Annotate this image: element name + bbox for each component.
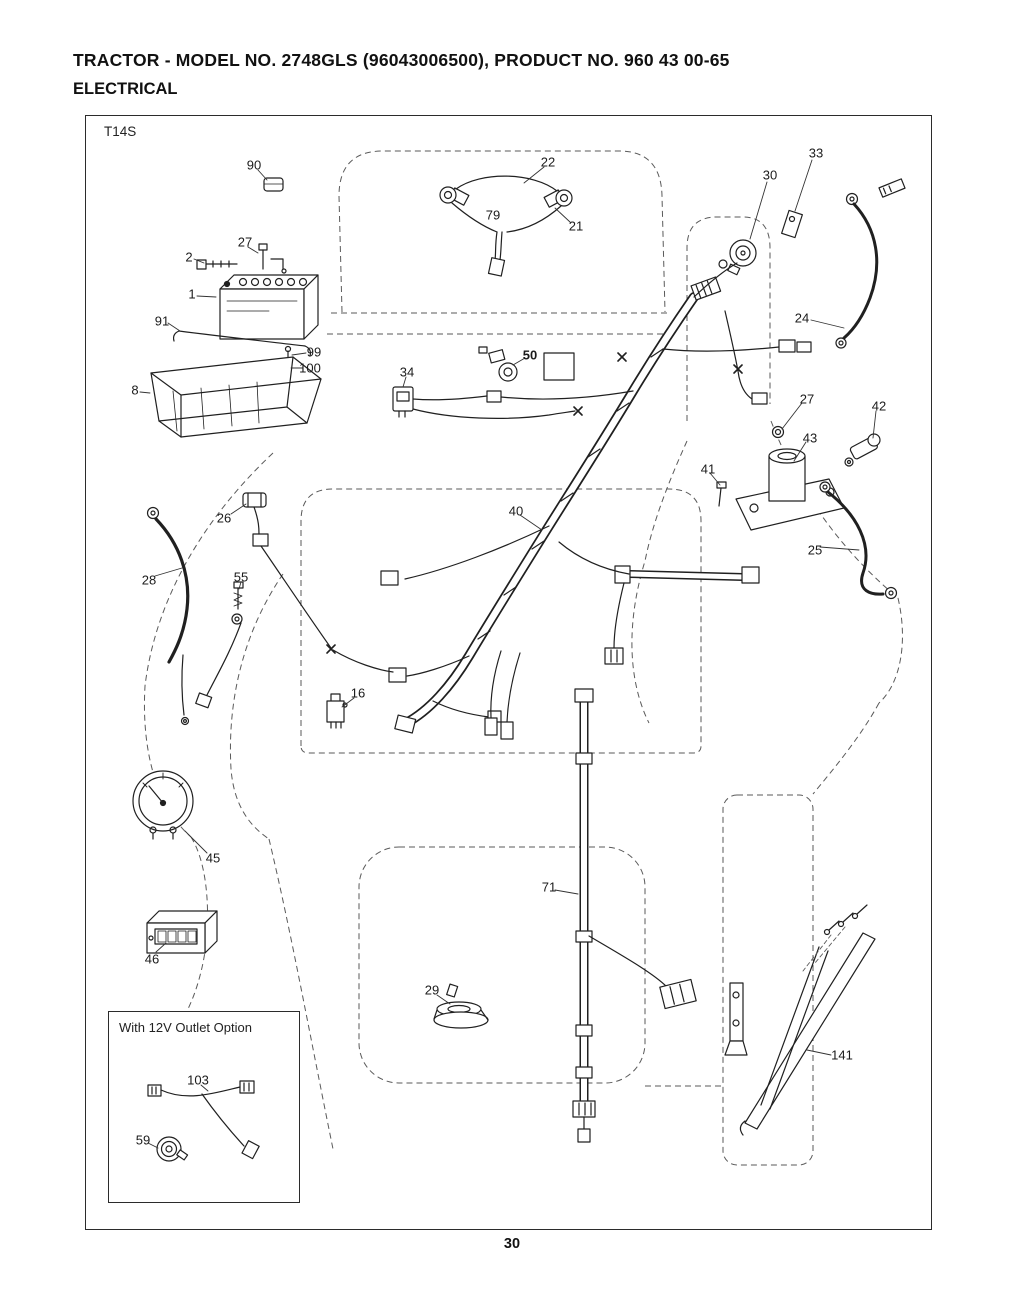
wiring-harness-71 (572, 688, 697, 1143)
page-footer: 30 (0, 1236, 1024, 1252)
part-callout-28: 28 (141, 572, 157, 588)
headlight-harness (439, 175, 573, 277)
part-callout-141: 141 (831, 1047, 853, 1063)
part-callout-59: 59 (135, 1132, 151, 1148)
inset-box-12v-outlet: With 12V Outlet Option (108, 1011, 300, 1203)
connector-50 (478, 346, 518, 382)
assembly-guides-dashed (802, 926, 846, 972)
part-callout-27: 27 (237, 234, 253, 250)
part-callout-34: 34 (399, 364, 415, 380)
part-callout-71: 71 (541, 879, 557, 895)
outlet-59 (156, 1136, 189, 1162)
part-callout-16: 16 (350, 685, 366, 701)
harness-branches (380, 262, 812, 740)
part-callout-25: 25 (807, 542, 823, 558)
part-callout-103: 103 (187, 1072, 209, 1088)
battery-box (150, 356, 322, 438)
page-subtitle: ELECTRICAL (73, 80, 178, 98)
hour-meter-46 (146, 910, 218, 954)
part-callout-29: 29 (424, 982, 440, 998)
part-callout-99: 99 (306, 344, 322, 360)
part-callout-43: 43 (802, 430, 818, 446)
bracket-assembly-141 (724, 904, 876, 1136)
part-callout-26: 26 (216, 510, 232, 526)
page-title: TRACTOR - MODEL NO. 2748GLS (96043006500… (73, 50, 730, 70)
part-callout-30: 30 (762, 167, 778, 183)
spade-terminal (878, 178, 906, 198)
part-callout-21: 21 (568, 218, 584, 234)
washer-stack-29 (433, 983, 489, 1029)
part-callout-50: 50 (522, 347, 538, 363)
inset-label: With 12V Outlet Option (119, 1020, 252, 1035)
screw-55 (231, 581, 244, 625)
part-callout-1: 1 (188, 286, 196, 302)
battery (219, 274, 319, 340)
ignition-switch (718, 239, 757, 276)
part-callout-55: 55 (233, 569, 249, 585)
interlock-switch-16 (326, 693, 348, 729)
battery-cable-28 (146, 506, 190, 664)
clip-90 (263, 177, 284, 192)
part-callout-33: 33 (808, 145, 824, 161)
part-box (543, 352, 575, 381)
part-callout-22: 22 (540, 154, 556, 170)
part-callout-40: 40 (508, 503, 524, 519)
part-callout-24: 24 (794, 310, 810, 326)
solenoid-assembly (716, 425, 898, 600)
part-callout-42: 42 (871, 398, 887, 414)
part-callout-46: 46 (144, 951, 160, 967)
outlet-harness-103 (147, 1080, 260, 1160)
part-callout-27: 27 (799, 391, 815, 407)
part-callout-2: 2 (185, 249, 193, 265)
figure-code: T14S (104, 124, 137, 139)
part-callout-100: 100 (299, 360, 321, 376)
bracket-33 (781, 209, 803, 239)
left-wires (180, 506, 394, 726)
page-number: 30 (503, 1236, 521, 1252)
part-callout-8: 8 (131, 382, 139, 398)
fuse-26 (242, 492, 267, 508)
part-callout-91: 91 (154, 313, 170, 329)
ammeter-45 (132, 770, 194, 840)
tractor-outline-dashed (143, 150, 903, 1166)
part-callout-41: 41 (700, 461, 716, 477)
part-callout-45: 45 (205, 850, 221, 866)
parts-diagram-artwork (132, 150, 906, 1166)
harness-tie-marks (326, 352, 743, 654)
callout-leader-lines (139, 159, 877, 1149)
ground-cable-24 (835, 192, 879, 349)
part-callout-79: 79 (485, 207, 501, 223)
battery-bolt (196, 243, 287, 274)
part-callout-90: 90 (246, 157, 262, 173)
